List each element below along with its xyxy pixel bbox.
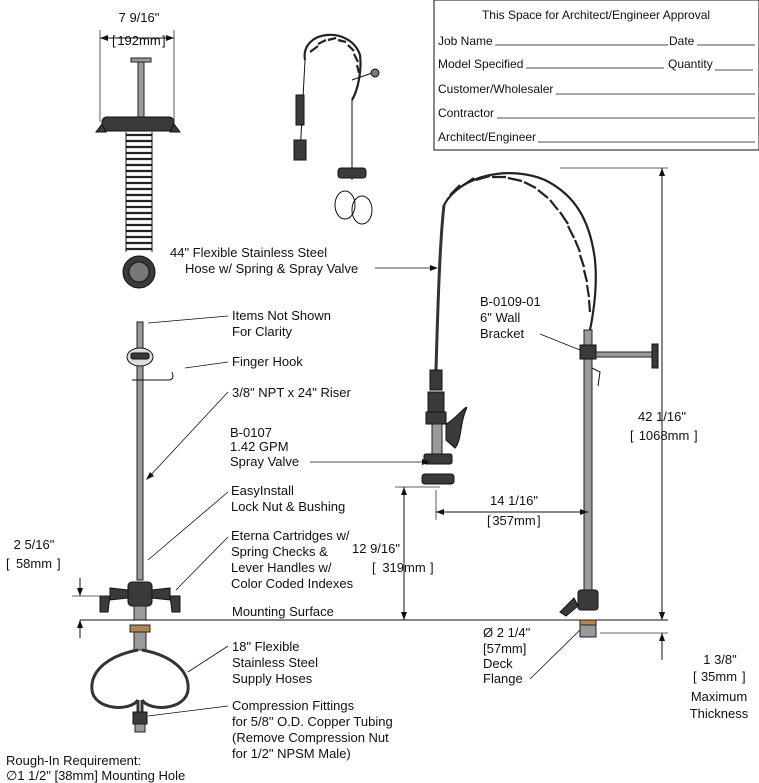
rough-in-label-1: Rough-In Requirement:: [6, 753, 141, 768]
cartridge-label-4: Color Coded Indexes: [231, 576, 354, 591]
dim-bracket-close: ]: [162, 33, 166, 48]
dim-handle-height: 2 5/16": [14, 537, 55, 552]
hose-label-1: 44" Flexible Stainless Steel: [170, 245, 327, 260]
approval-row-quantity: Quantity: [668, 57, 713, 71]
dim-overall-height-group: 42 1/16" [ 1068mm ]: [560, 167, 698, 620]
dim-bracket-open: [: [112, 33, 116, 48]
front-view-top: 7 9/16" [ 192mm ]: [95, 10, 181, 289]
compression-label-3: (Remove Compression Nut: [232, 730, 389, 745]
dim-reach-mm: 357mm: [492, 513, 535, 528]
dim-bracket-close-5: ]: [742, 669, 746, 684]
items-not-shown-1: Items Not Shown: [232, 308, 331, 323]
approval-row-customer: Customer/Wholesaler: [438, 82, 553, 96]
bracket-label-2: 6" Wall: [480, 310, 520, 325]
spray-valve-label-3: Spray Valve: [230, 454, 299, 469]
flange-label-1: Ø 2 1/4": [483, 625, 531, 640]
supply-hoses-label-1: 18" Flexible: [232, 639, 299, 654]
supply-hoses-label-2: Stainless Steel: [232, 655, 318, 670]
dim-max-thickness-mm: 35mm: [701, 669, 737, 684]
dim-width-top-mm: 192mm: [117, 33, 160, 48]
dim-max-thickness: 1 3/8": [703, 652, 737, 667]
dim-overall-height-mm: 1068mm: [639, 428, 690, 443]
flange-label-4: Flange: [483, 671, 523, 686]
callouts: 44" Flexible Stainless Steel Hose w/ Spr…: [6, 245, 581, 783]
lock-nut-label-1: EasyInstall: [231, 483, 294, 498]
dim-reach: 14 1/16": [490, 493, 538, 508]
iso-view-top: [293, 33, 380, 225]
finger-hook-label: Finger Hook: [232, 354, 303, 369]
dim-bracket-close-4: ]: [694, 428, 698, 443]
spring-coil-front: [125, 132, 153, 252]
dim-valve-height-group: 12 9/16" [ 319mm ]: [352, 486, 440, 620]
approval-row-model: Model Specified: [438, 57, 523, 71]
compression-label-4: for 1/2" NPSM Male): [232, 746, 351, 761]
dim-handle-height-group: 2 5/16" [ 58mm ]: [6, 537, 128, 638]
approval-row-contractor: Contractor: [438, 106, 494, 120]
supply-hoses: [90, 648, 190, 712]
main-prerinse-view: [421, 172, 659, 638]
dim-bracket-close-3: ]: [537, 513, 541, 528]
mounting-surface-label: Mounting Surface: [232, 604, 334, 619]
cartridge-label-2: Spring Checks &: [231, 544, 328, 559]
approval-row-architect: Architect/Engineer: [438, 130, 536, 144]
approval-row-date: Date: [669, 34, 695, 48]
dim-bracket-open-6: [: [6, 556, 10, 571]
hose-label-2: Hose w/ Spring & Spray Valve: [185, 261, 358, 276]
dim-bracket-close-2: ]: [430, 560, 434, 575]
dim-reach-group: 14 1/16" [ 357mm ]: [435, 490, 588, 528]
dim-valve-height-mm: 319mm: [382, 560, 425, 575]
dim-bracket-open-5: [: [693, 669, 697, 684]
supply-hoses-label-3: Supply Hoses: [232, 671, 313, 686]
spray-valve-label-1: B-0107: [230, 425, 272, 440]
dim-width-top: 7 9/16": [119, 10, 160, 25]
dim-bracket-open-3: [: [487, 513, 491, 528]
bracket-label-1: B-0109-01: [480, 294, 541, 309]
max-thickness-label-1: Maximum: [691, 689, 747, 704]
dim-bracket-close-6: ]: [57, 556, 61, 571]
side-view-left: [90, 321, 190, 733]
dim-overall-height: 42 1/16": [638, 409, 686, 424]
rough-in-label-2: ∅1 1/2" [38mm] Mounting Hole: [6, 768, 185, 783]
dim-thickness-group: 1 3/8" [ 35mm ] Maximum Thickness: [600, 605, 749, 721]
spray-valve-label-2: 1.42 GPM: [230, 439, 289, 454]
compression-label-2: for 5/8" O.D. Copper Tubing: [232, 714, 393, 729]
cartridge-label-1: Eterna Cartridges w/: [231, 528, 350, 543]
approval-row-job-name: Job Name: [438, 34, 493, 48]
flange-label-2: [57mm]: [483, 641, 526, 656]
cartridge-label-3: Lever Handles w/: [231, 560, 332, 575]
approval-box: This Space for Architect/Engineer Approv…: [433, 0, 759, 151]
max-thickness-label-2: Thickness: [690, 706, 749, 721]
bracket-label-3: Bracket: [480, 326, 524, 341]
dim-bracket-open-4: [: [630, 428, 634, 443]
dim-valve-height: 12 9/16": [352, 541, 400, 556]
lock-nut-label-2: Lock Nut & Bushing: [231, 499, 345, 514]
flange-label-3: Deck: [483, 656, 513, 671]
approval-title: This Space for Architect/Engineer Approv…: [482, 8, 710, 22]
dim-handle-height-mm: 58mm: [16, 556, 52, 571]
dim-bracket-open-2: [: [372, 560, 376, 575]
compression-label-1: Compression Fittings: [232, 698, 355, 713]
items-not-shown-2: For Clarity: [232, 324, 292, 339]
riser-label: 3/8" NPT x 24" Riser: [232, 385, 351, 400]
